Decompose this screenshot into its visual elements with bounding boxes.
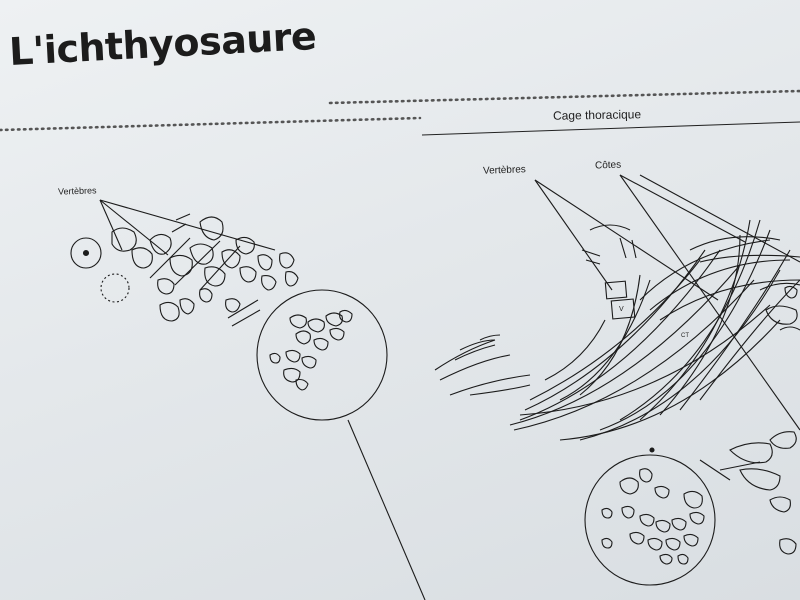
vertebres-label-right: Vertèbres: [482, 164, 526, 177]
vertebres-label-left: Vertèbres: [57, 185, 97, 197]
magnifier-circle-left: [256, 289, 388, 421]
left-fossil: [70, 199, 426, 600]
dotted-divider-top: [328, 89, 800, 105]
magnifier-circle-right: [584, 454, 716, 586]
section-label: Cage thoracique: [552, 107, 642, 123]
right-fossil: [434, 174, 800, 586]
ct-label: CT: [681, 333, 689, 339]
v-label: V: [619, 306, 624, 313]
cotes-label: Côtes: [594, 159, 622, 172]
dashed-circle: [100, 273, 130, 303]
small-circle-icon: [70, 237, 102, 269]
section-underline: [421, 121, 800, 136]
dotted-divider-left: [0, 116, 422, 132]
